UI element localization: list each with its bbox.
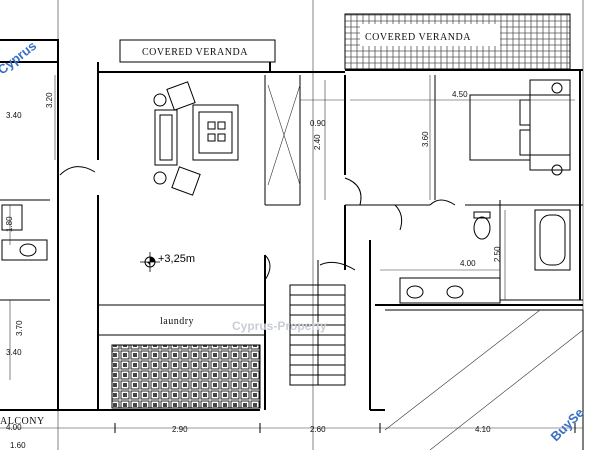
wc bbox=[473, 211, 491, 240]
dim-1-80: 1.80 bbox=[5, 216, 14, 232]
level-marker-text: +3,25m bbox=[158, 253, 195, 265]
label-covered-veranda-right: COVERED VERANDA bbox=[365, 32, 471, 43]
lounge-furniture bbox=[153, 81, 239, 196]
dim-4-00-bottom: 4.00 bbox=[6, 423, 22, 432]
dim-2-90: 2.90 bbox=[172, 425, 188, 434]
dimension-lines bbox=[0, 75, 583, 433]
dim-3-40-bottom: 3.40 bbox=[6, 348, 22, 357]
laundry-floor bbox=[111, 344, 261, 409]
dim-0-90: 0.90 bbox=[310, 119, 326, 128]
dim-3-40-top: 3.40 bbox=[6, 111, 22, 120]
double-vanity bbox=[399, 277, 501, 304]
dim-2-50: 2.50 bbox=[493, 246, 502, 262]
dim-3-60: 3.60 bbox=[421, 131, 430, 147]
dim-2-60: 2.60 bbox=[310, 425, 326, 434]
dim-1-60: 1.60 bbox=[10, 441, 26, 450]
dim-4-50: 4.50 bbox=[452, 90, 468, 99]
dim-4-10: 4.10 bbox=[475, 425, 491, 434]
level-marker: +3,25m bbox=[140, 252, 195, 272]
staircase bbox=[289, 260, 356, 386]
watermark-center: Cyprus-Property bbox=[232, 319, 327, 333]
dim-3-70: 3.70 bbox=[15, 320, 24, 336]
dim-4-00-right: 4.00 bbox=[460, 259, 476, 268]
watermark-top-left: Cyprus bbox=[0, 38, 39, 77]
bathtub bbox=[534, 209, 571, 271]
bathroom-left-fixtures bbox=[1, 204, 48, 261]
label-balcony: ALCONY bbox=[0, 416, 45, 427]
dim-3-20: 3.20 bbox=[45, 92, 54, 108]
double-bed bbox=[469, 79, 571, 176]
covered-veranda-left bbox=[119, 39, 276, 63]
watermark-bottom-right: BuySe bbox=[548, 405, 587, 444]
label-covered-veranda-left: COVERED VERANDA bbox=[142, 47, 248, 58]
void-area bbox=[384, 309, 584, 450]
dim-2-40: 2.40 bbox=[313, 134, 322, 150]
label-laundry: laundry bbox=[160, 316, 194, 327]
